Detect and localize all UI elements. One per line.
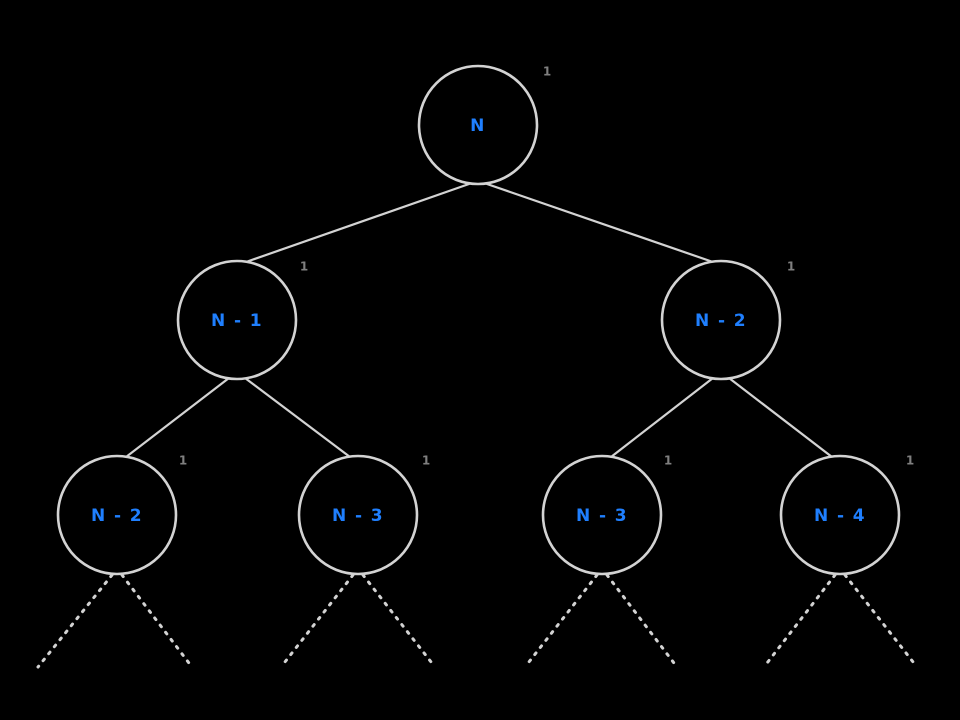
tree-node[interactable]: N - 1: [176, 259, 298, 381]
node-circle[interactable]: [56, 454, 178, 576]
node-label: N - 3: [576, 506, 628, 526]
node-label: N - 1: [211, 311, 263, 331]
tree-edge: [124, 376, 231, 459]
tree-edge: [244, 182, 471, 264]
edge-weight-layer: 1 1 1 1 1 1 1: [179, 65, 914, 468]
node-circle[interactable]: [660, 259, 782, 381]
node-layer: N N - 1 N - 2 N - 2 N - 3 N - 3 N - 4: [56, 64, 901, 576]
dotted-continuation-edge: [762, 573, 837, 669]
dotted-continuation-edge: [843, 573, 919, 669]
edge-weight-label: 1: [422, 454, 430, 468]
tree-node[interactable]: N - 3: [541, 454, 663, 576]
edge-weight-label: 1: [664, 454, 672, 468]
node-label: N: [470, 116, 486, 136]
edge-weight-label: 1: [179, 454, 187, 468]
node-circle[interactable]: [417, 64, 539, 186]
dotted-continuation-layer: [36, 573, 919, 669]
edge-weight-label: 1: [906, 454, 914, 468]
tree-edge: [485, 182, 715, 264]
tree-node[interactable]: N: [417, 64, 539, 186]
node-circle[interactable]: [176, 259, 298, 381]
node-label: N - 2: [695, 311, 747, 331]
node-circle[interactable]: [541, 454, 663, 576]
node-label: N - 4: [814, 506, 866, 526]
node-circle[interactable]: [297, 454, 419, 576]
tree-edge: [243, 376, 352, 459]
node-circle[interactable]: [779, 454, 901, 576]
dotted-continuation-edge: [120, 573, 194, 669]
edge-layer: [124, 182, 834, 459]
node-label: N - 3: [332, 506, 384, 526]
tree-node[interactable]: N - 3: [297, 454, 419, 576]
tree-edge: [727, 376, 834, 459]
dotted-continuation-edge: [605, 573, 679, 669]
dotted-continuation-edge: [36, 573, 114, 669]
dotted-continuation-edge: [361, 573, 437, 669]
node-label: N - 2: [91, 506, 143, 526]
dotted-continuation-edge: [279, 573, 355, 669]
edge-weight-label: 1: [543, 65, 551, 79]
edge-weight-label: 1: [787, 260, 795, 274]
tree-node[interactable]: N - 2: [56, 454, 178, 576]
edge-weight-label: 1: [300, 260, 308, 274]
tree-node[interactable]: N - 4: [779, 454, 901, 576]
dotted-continuation-edge: [523, 573, 599, 669]
tree-node[interactable]: N - 2: [660, 259, 782, 381]
tree-edge: [609, 376, 715, 459]
